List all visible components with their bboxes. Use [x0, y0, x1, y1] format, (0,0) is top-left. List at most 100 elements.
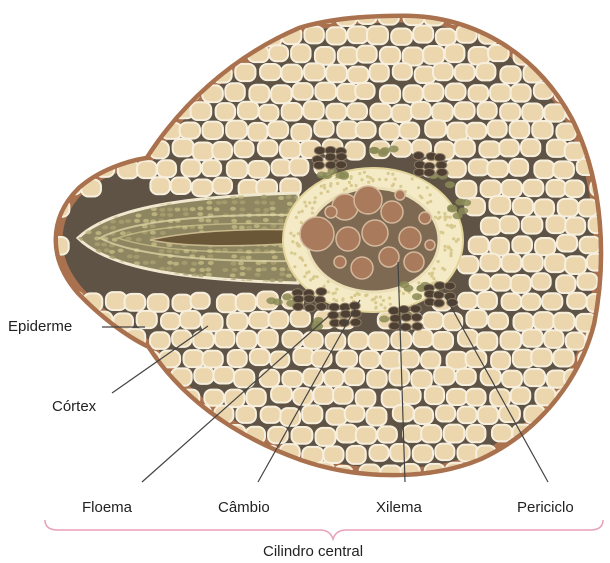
lateral-root-cell [136, 238, 142, 242]
lateral-root-cell [263, 218, 269, 222]
cortex-cell [458, 256, 478, 273]
lateral-root-cell [271, 267, 277, 271]
cortex-cell [137, 161, 157, 178]
phloem-cell [340, 310, 351, 318]
cortex-cell [411, 102, 431, 119]
cortex-cell [118, 351, 137, 369]
cambium-cell [370, 147, 380, 154]
cortex-cell [282, 103, 302, 120]
cortex-cell [171, 408, 192, 425]
cortex-cell [544, 330, 563, 348]
pericycle-cell [308, 201, 311, 204]
label-cortex: Córtex [52, 398, 96, 416]
cortex-cell [531, 349, 552, 367]
pericycle-cell [350, 296, 353, 299]
cortex-cell [83, 67, 102, 83]
lateral-root-cell [150, 224, 156, 228]
cortex-cell [470, 274, 491, 290]
cortex-cell [390, 444, 409, 461]
cortex-cell [137, 86, 158, 102]
lateral-root-cell [261, 267, 267, 271]
cortex-cell [217, 294, 238, 312]
cambium-cell [445, 181, 455, 188]
lateral-root-cell [151, 212, 157, 216]
pericycle-cell [301, 258, 304, 261]
cortex-cell [545, 254, 566, 272]
cortex-cell [96, 427, 115, 445]
cortex-cell [425, 386, 444, 404]
cortex-cell [150, 332, 170, 349]
cortex-cell [546, 180, 565, 197]
phloem-cell [401, 313, 412, 321]
phloem-cell [336, 153, 347, 161]
cortex-cell [586, 104, 605, 120]
cortex-cell [315, 47, 335, 65]
cambium-cell [461, 199, 471, 206]
pericycle-cell [292, 234, 295, 237]
pericycle-cell [299, 256, 302, 259]
cortex-cell [403, 85, 422, 102]
cortex-cell [236, 406, 256, 423]
pericycle-cell [295, 216, 298, 219]
cortex-cell [511, 387, 531, 404]
cortex-cell [125, 406, 145, 422]
lateral-root-cell [160, 231, 166, 235]
cortex-cell [326, 27, 346, 44]
lateral-root-cell [159, 267, 165, 271]
lateral-root-cell [134, 219, 140, 223]
lateral-root-cell [190, 268, 196, 272]
cortex-cell [161, 390, 181, 406]
cambium-cell [282, 293, 292, 300]
cortex-cell [260, 370, 279, 387]
cortex-cell [92, 464, 112, 481]
cortex-cell [347, 103, 367, 119]
xylem-vessel [395, 190, 405, 200]
pericycle-cell [402, 292, 405, 295]
lateral-root-cell [286, 274, 292, 278]
cortex-cell [357, 46, 377, 63]
cortex-cell [564, 446, 583, 463]
cortex-cell [567, 408, 588, 424]
lateral-root-cell [230, 262, 236, 266]
cortex-cell [434, 367, 455, 385]
cortex-cell [555, 8, 574, 26]
cortex-cell [271, 386, 292, 402]
lateral-root-cell [279, 272, 285, 276]
pericycle-cell [341, 298, 344, 301]
cortex-cell [601, 7, 610, 23]
lateral-root-cell [239, 272, 245, 276]
cortex-cell [202, 122, 223, 139]
cortex-cell [291, 124, 311, 141]
cortex-cell [114, 47, 133, 64]
cambium-cell [458, 207, 468, 214]
pericycle-cell [363, 171, 366, 174]
lateral-root-cell [232, 225, 238, 229]
lateral-root-cell [238, 261, 244, 265]
pericycle-cell [457, 238, 460, 241]
cortex-cell [202, 351, 222, 368]
cortex-cell [247, 464, 267, 481]
cortex-cell [162, 9, 181, 26]
cortex-cell [181, 463, 202, 479]
cortex-cell [345, 406, 365, 422]
lateral-root-cell [104, 248, 110, 252]
lateral-root-cell [213, 219, 219, 223]
cortex-cell [184, 350, 204, 367]
cortex-cell [149, 104, 170, 121]
pericycle-cell [323, 187, 326, 190]
cortex-cell [271, 10, 290, 27]
xylem-vessel [325, 206, 337, 218]
cortex-cell [71, 351, 92, 369]
cortex-cell [598, 82, 610, 99]
cortex-cell [599, 311, 610, 328]
xylem-vessel [419, 212, 431, 224]
cortex-cell [577, 465, 596, 482]
xylem-vessel [404, 252, 424, 272]
cortex-cell [193, 142, 214, 160]
cortex-cell [556, 123, 575, 140]
cortex-cell [290, 465, 311, 483]
cortex-cell [137, 311, 157, 328]
lateral-root-cell [118, 220, 124, 224]
pericycle-cell [326, 190, 329, 193]
